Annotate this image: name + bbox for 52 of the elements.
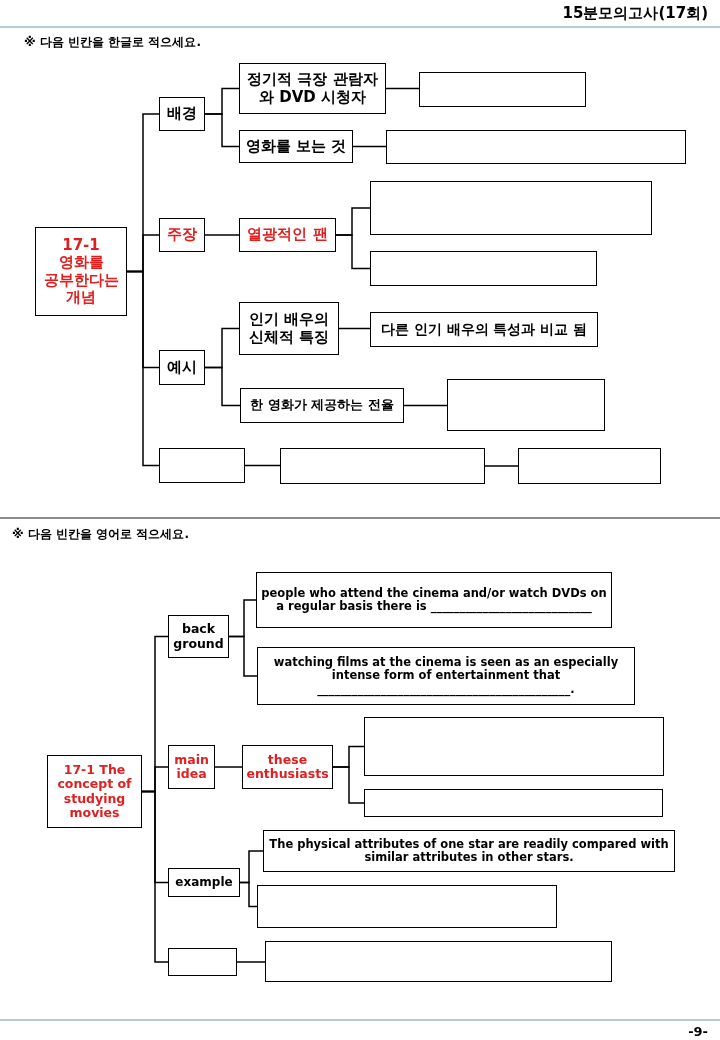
- connector-line: [141, 790, 169, 963]
- connector-line: [236, 961, 266, 963]
- concept-box: 다른 인기 배우의 특성과 비교 됨: [370, 312, 598, 347]
- connector-line: [244, 464, 281, 467]
- connector-line: [204, 366, 241, 407]
- concept-box: people who attend the cinema and/or watch DVDs on a regular basis there is ____________________________: [256, 572, 612, 628]
- connector-line: [403, 404, 448, 407]
- highlight-box: 주장: [159, 218, 205, 252]
- concept-box: back ground: [168, 615, 229, 658]
- concept-box: The physical attributes of one star are readily compared with similar attributes in other stars.: [263, 830, 675, 872]
- connector-line: [228, 635, 258, 677]
- connector-line: [239, 881, 258, 908]
- highlight-box: main idea: [168, 745, 215, 789]
- concept-box: 예시: [159, 350, 205, 385]
- instruction-text: ※ 다음 빈칸을 영어로 적으세요.: [12, 526, 189, 543]
- concept-box: 영화를 보는 것: [239, 130, 353, 163]
- connector-line: [352, 145, 387, 148]
- blank-answer-box: [364, 717, 664, 776]
- highlight-box: these enthusiasts: [242, 745, 333, 789]
- concept-box: 한 영화가 제공하는 전율: [240, 388, 404, 423]
- blank-answer-box: [386, 130, 686, 164]
- blank-answer-box: [370, 181, 652, 235]
- connector-line: [335, 234, 371, 270]
- connector-line: [484, 465, 519, 467]
- connector-line: [204, 113, 240, 148]
- connector-line: [214, 766, 243, 768]
- connector-line: [332, 766, 365, 804]
- blank-answer-box: [370, 251, 597, 286]
- highlight-box: 열광적인 팬: [239, 218, 336, 252]
- blank-answer-box: [447, 379, 605, 431]
- connector-line: [204, 234, 240, 236]
- blank-answer-box: [168, 948, 237, 976]
- concept-box: 인기 배우의 신체적 특징: [239, 302, 339, 355]
- connector-line: [126, 270, 160, 467]
- blank-answer-box: [280, 448, 485, 484]
- highlight-box: 17-1 영화를 공부한다는 개념: [35, 227, 127, 316]
- concept-box: watching films at the cinema is seen as an especially intense form of entertainment that ____________________________________________.: [257, 647, 635, 705]
- highlight-box: 17-1 The concept of studying movies: [47, 755, 142, 828]
- page-number: -9-: [688, 1024, 708, 1039]
- blank-answer-box: [159, 448, 245, 483]
- connector-line: [338, 327, 371, 330]
- blank-answer-box: [364, 789, 663, 817]
- connector-line: [385, 87, 420, 90]
- exam-title: 15분모의고사(17회): [562, 4, 708, 23]
- blank-answer-box: [518, 448, 661, 484]
- blank-answer-box: [419, 72, 586, 107]
- blank-answer-box: [257, 885, 557, 928]
- instruction-text: ※ 다음 빈칸을 한글로 적으세요.: [24, 34, 201, 51]
- concept-box: 정기적 극장 관람자 와 DVD 시청자: [239, 63, 386, 114]
- concept-box: example: [168, 868, 240, 897]
- blank-answer-box: [265, 941, 612, 982]
- concept-box: 배경: [159, 97, 205, 131]
